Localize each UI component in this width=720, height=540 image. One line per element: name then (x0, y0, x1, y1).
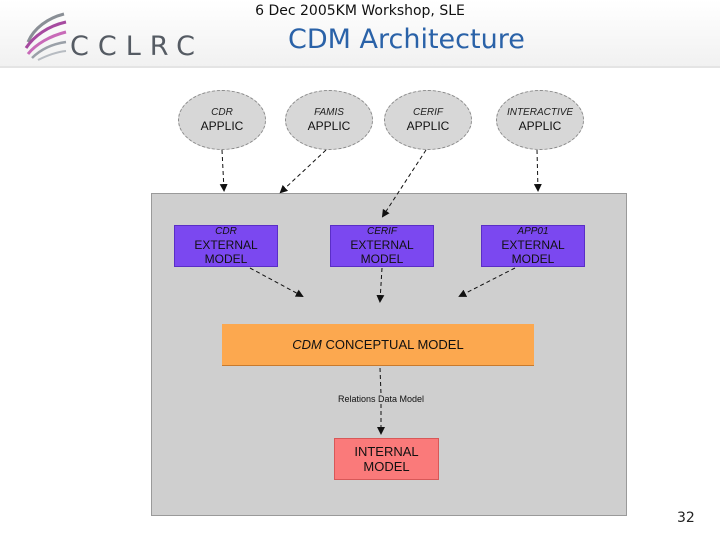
internal-model: INTERNAL MODEL (334, 438, 439, 480)
external-model-cerif: CERIF EXTERNAL MODEL (330, 225, 434, 267)
arrow-cdm-to-relations (379, 367, 382, 395)
cdm-label: CDM CONCEPTUAL MODEL (292, 337, 463, 352)
ext-model-name: APP01 (517, 226, 549, 237)
arrow-cerif-app-to-ext (381, 149, 427, 218)
arrow-interactive-to-app01 (533, 149, 542, 192)
arrow-app01-ext-to-cdm (458, 267, 516, 297)
arrow-cerif-ext-to-cdm (376, 267, 385, 303)
arrow-famis-to-cerif-ext (279, 149, 327, 194)
relations-data-model-label: Relations Data Model (338, 394, 425, 404)
ext-model-line2: MODEL (360, 252, 404, 266)
app-oval-cerif: CERIF APPLIC (384, 90, 472, 150)
header-divider (0, 66, 720, 68)
ext-model-line1: EXTERNAL (350, 238, 414, 252)
ext-model-name: CDR (215, 226, 237, 237)
cclrc-logo-text: CCLRC (70, 31, 205, 62)
cdm-prefix: CDM (292, 337, 322, 352)
app-type: APPLIC (406, 119, 450, 133)
cclrc-logo-swirl-icon (24, 12, 67, 61)
ext-model-line1: EXTERNAL (501, 238, 565, 252)
arrow-cdr-app-to-ext (219, 149, 228, 192)
app-type: APPLIC (518, 119, 562, 133)
app-oval-cdr: CDR APPLIC (178, 90, 266, 150)
page-number: 32 (677, 510, 695, 526)
app-type: APPLIC (200, 119, 244, 133)
ext-model-line1: EXTERNAL (194, 238, 258, 252)
ext-model-line2: MODEL (204, 252, 248, 266)
internal-line2: MODEL (363, 459, 410, 474)
app-name: FAMIS (314, 107, 344, 118)
external-model-app01: APP01 EXTERNAL MODEL (481, 225, 585, 267)
internal-line1: INTERNAL (354, 444, 419, 459)
cdm-conceptual-model: CDM CONCEPTUAL MODEL (222, 324, 534, 366)
slide-title: CDM Architecture (288, 24, 525, 55)
ext-model-name: CERIF (367, 226, 397, 237)
app-type: APPLIC (307, 119, 351, 133)
external-model-cdr: CDR EXTERNAL MODEL (174, 225, 278, 267)
app-name: INTERACTIVE (506, 107, 574, 118)
header-band (0, 0, 720, 66)
app-oval-famis: FAMIS APPLIC (285, 90, 373, 150)
ext-model-line2: MODEL (511, 252, 555, 266)
app-name: CDR (211, 107, 233, 118)
event-line: 6 Dec 2005KM Workshop, SLE (255, 3, 465, 19)
arrow-cdr-ext-to-cdm (249, 267, 304, 297)
app-name: CERIF (413, 107, 443, 118)
cdm-rest: CONCEPTUAL MODEL (321, 337, 464, 352)
app-oval-interactive: INTERACTIVE APPLIC (496, 90, 584, 150)
